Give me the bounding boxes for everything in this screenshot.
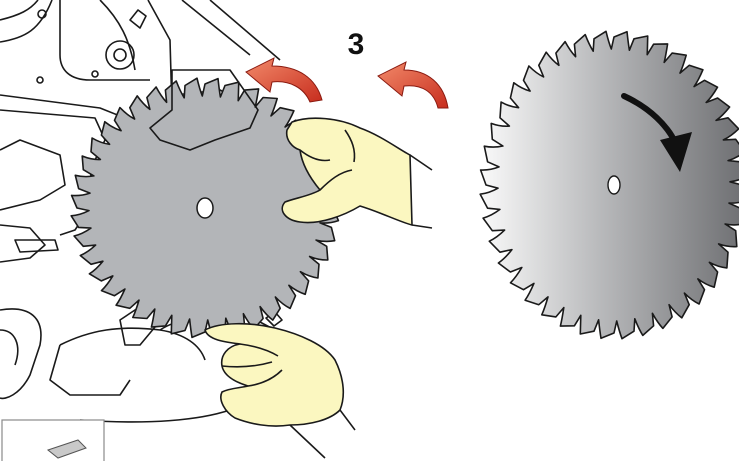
inset-thumbnail (2, 420, 104, 461)
gloved-hand-lower (205, 324, 355, 458)
curved-arrow-red-icon (378, 62, 448, 108)
step-number: 3 (348, 28, 365, 61)
saw-blade-spare (480, 31, 739, 338)
arbor-hole (197, 198, 213, 218)
arbor-hole (608, 176, 620, 194)
